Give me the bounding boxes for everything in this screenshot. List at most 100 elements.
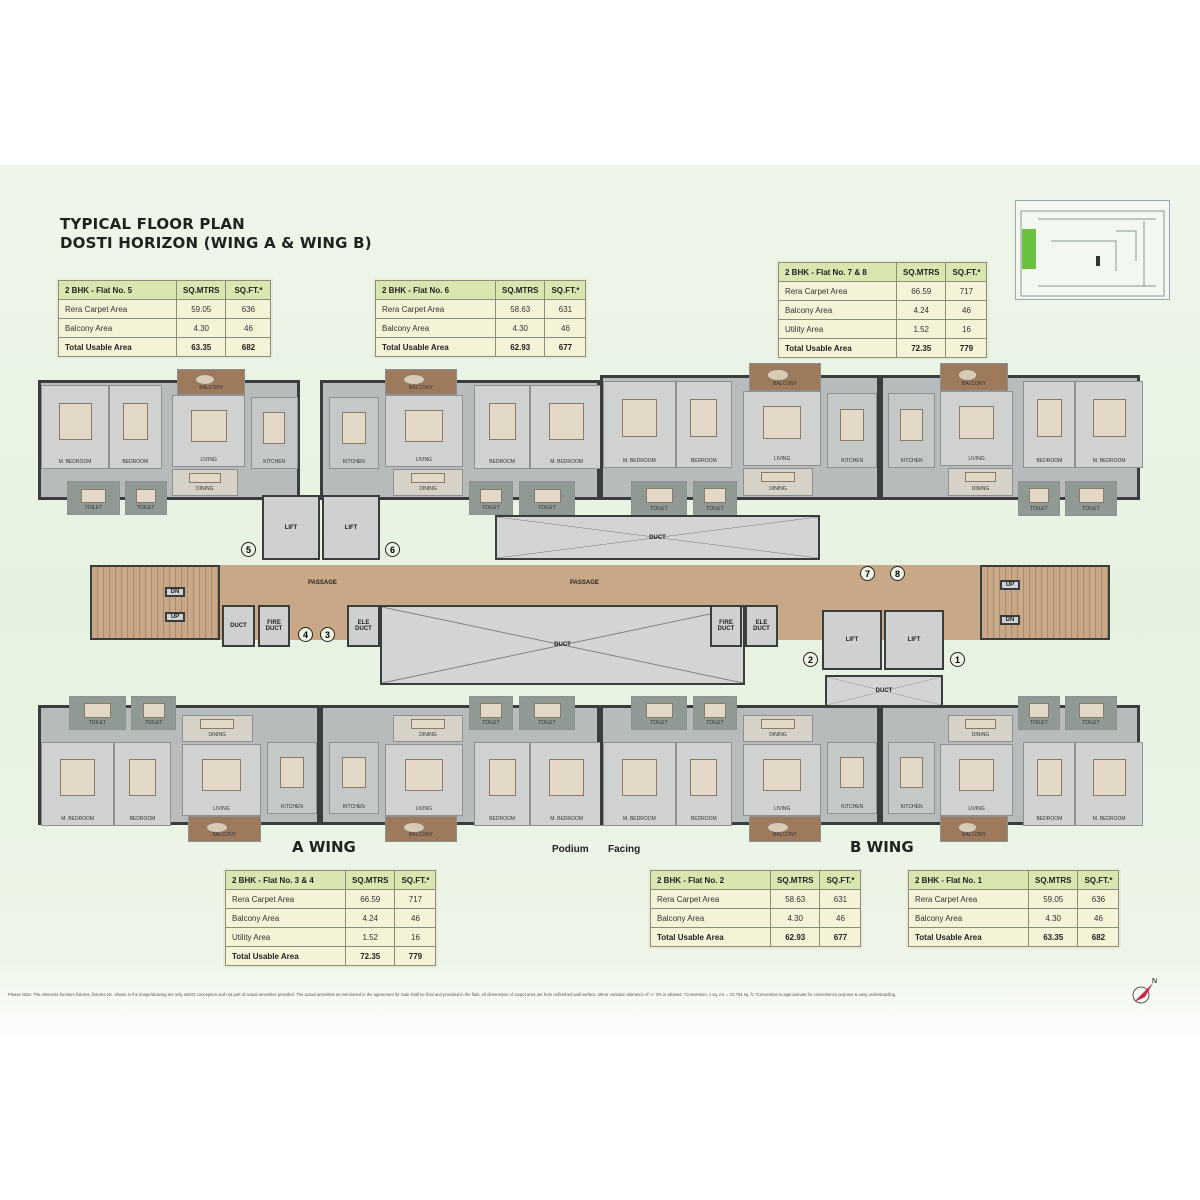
room-m-bedroom-label: M. BEDROOM <box>623 815 656 822</box>
table-cell: 58.63 <box>769 889 821 909</box>
room-balcony-label: BALCONY <box>962 380 986 387</box>
furniture <box>404 410 443 442</box>
room-living: LIVING <box>384 395 463 467</box>
furniture <box>533 703 561 718</box>
page-title: TYPICAL FLOOR PLAN DOSTI HORIZON (WING A… <box>60 215 372 253</box>
furniture <box>900 756 923 789</box>
furniture <box>488 758 516 796</box>
furniture <box>761 719 795 729</box>
room-dining: DINING <box>948 468 1013 496</box>
table-cell: SQ.FT.* <box>544 280 587 300</box>
furniture <box>279 756 305 789</box>
room-bedroom: BEDROOM <box>474 385 531 470</box>
table-cell: Rera Carpet Area <box>225 889 346 909</box>
room-bedroom-label: BEDROOM <box>1036 815 1063 822</box>
room-balcony-label: BALCONY <box>962 832 986 839</box>
room-toilet: TOILET <box>468 481 514 515</box>
disclaimer: Please Note: The elements furniture fixt… <box>8 992 897 997</box>
furniture <box>404 759 443 791</box>
flat-number-marker: 7 <box>860 566 875 581</box>
room-living-label: LIVING <box>968 806 985 812</box>
compass-north: N <box>1152 978 1157 985</box>
room-bedroom: BEDROOM <box>675 380 732 468</box>
room-dining-label: DINING <box>769 731 787 738</box>
table-cell: 1.52 <box>344 927 396 947</box>
ele-duct-a: ELE DUCT <box>347 605 380 647</box>
flat-number-marker: 6 <box>385 542 400 557</box>
room-toilet: TOILET <box>1018 480 1060 516</box>
furniture <box>411 473 445 484</box>
table-cell: Total Usable Area <box>908 927 1029 947</box>
stair-up-label-b: UP <box>1000 580 1020 590</box>
furniture <box>964 719 997 729</box>
furniture <box>548 758 585 796</box>
table-cell: SQ.FT.* <box>394 870 437 890</box>
furniture <box>188 473 221 484</box>
stair-dn-label-a: DN <box>165 587 185 597</box>
stair-up-label-a-label: UP <box>170 614 180 620</box>
room-toilet-label: TOILET <box>650 505 668 512</box>
furniture <box>411 719 445 729</box>
room-m-bedroom: M. BEDROOM <box>1075 741 1143 826</box>
table-cell: 4.30 <box>494 318 546 338</box>
furniture <box>190 410 227 442</box>
table-cell: 717 <box>945 281 988 301</box>
room-balcony: BALCONY <box>384 368 458 395</box>
table-cell: Balcony Area <box>908 908 1029 928</box>
furniture <box>59 758 96 796</box>
furniture <box>403 374 425 386</box>
room-toilet-label: TOILET <box>137 504 155 511</box>
furniture <box>767 369 789 381</box>
room-balcony-label: BALCONY <box>212 832 237 839</box>
furniture <box>763 759 802 791</box>
furniture <box>645 703 673 718</box>
lift-1-label: LIFT <box>284 524 298 531</box>
table-cell: 4.30 <box>1027 908 1079 928</box>
flat-number-marker: 2 <box>803 652 818 667</box>
table-cell: 46 <box>819 908 862 928</box>
flat-number-marker: 8 <box>890 566 905 581</box>
table-cell: Total Usable Area <box>225 946 346 966</box>
room-m-bedroom: M. BEDROOM <box>530 741 603 826</box>
room-kitchen: KITCHEN <box>328 741 379 814</box>
table-cell: 779 <box>394 946 437 966</box>
room-toilet: TOILET <box>468 696 514 730</box>
furniture <box>958 406 995 439</box>
flat-number-marker: 1 <box>950 652 965 667</box>
furniture <box>480 488 502 503</box>
table-cell: 677 <box>819 927 862 947</box>
passage-label-a: PASSAGE <box>308 580 337 586</box>
room-dining: DINING <box>172 469 238 496</box>
room-living-label: LIVING <box>968 455 985 462</box>
room-toilet: TOILET <box>692 696 738 730</box>
table-cell: Utility Area <box>778 319 897 339</box>
table-cell: Balcony Area <box>650 908 771 928</box>
table-cell: 2 BHK - Flat No. 2 <box>650 870 771 890</box>
table-cell: Total Usable Area <box>778 338 897 358</box>
table-cell: 16 <box>394 927 437 947</box>
room-balcony: BALCONY <box>177 368 246 395</box>
room-toilet-label: TOILET <box>706 505 724 512</box>
b-wing-label: B WING <box>850 838 914 856</box>
room-balcony-label: BALCONY <box>409 385 433 391</box>
key-plan <box>1015 200 1170 300</box>
room-toilet-label: TOILET <box>706 719 724 726</box>
table-cell: 63.35 <box>1027 927 1079 947</box>
room-dining: DINING <box>393 715 463 742</box>
furniture <box>763 406 802 439</box>
room-toilet: TOILET <box>1018 696 1060 730</box>
room-dining: DINING <box>948 715 1013 742</box>
room-balcony: BALCONY <box>384 816 458 843</box>
room-toilet-label: TOILET <box>1082 719 1100 726</box>
